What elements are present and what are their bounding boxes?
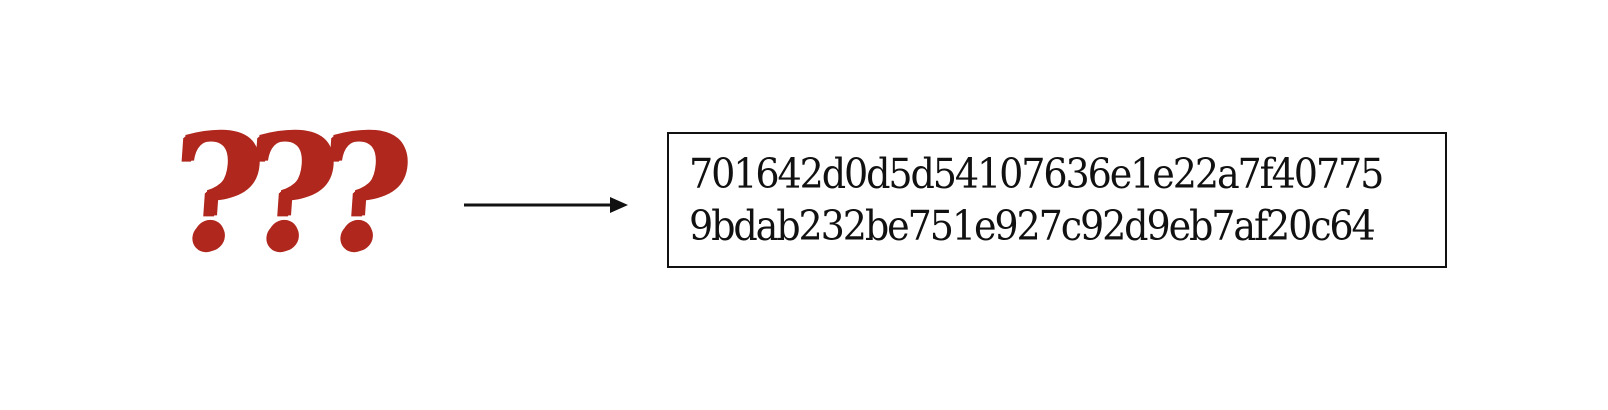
hash-line-2: 9bdab232be751e927c92d9eb7af20c64 [689, 202, 1376, 250]
question-mark-3: ? [311, 102, 414, 287]
arrow-right-icon [464, 197, 628, 213]
arrow-head [610, 197, 628, 213]
question-marks-icon: ? ? ? [164, 102, 414, 287]
question-mark-2: ? [237, 102, 340, 287]
hash-output-box: 701642d0d5d54107636e1e22a7f40775 9bdab23… [667, 132, 1447, 268]
question-mark-1: ? [163, 102, 266, 287]
hash-line-1: 701642d0d5d54107636e1e22a7f40775 [689, 150, 1384, 198]
